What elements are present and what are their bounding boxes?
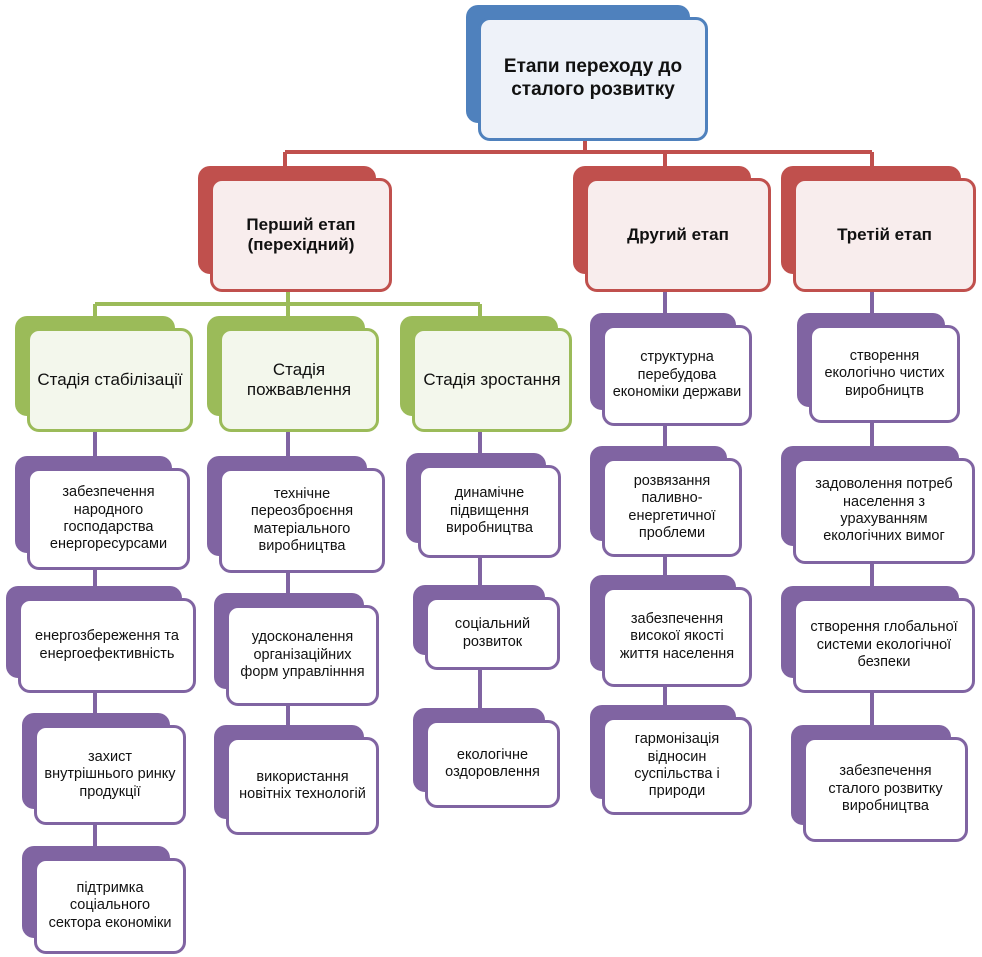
task-label-c5-4: забезпечення сталого розвитку виробництв…	[828, 763, 943, 815]
task-node-c5-4: забезпечення сталого розвитку виробництв…	[791, 725, 968, 842]
task-label-c2-2: удосконалення організаційних форм управл…	[240, 629, 365, 681]
task-node-c3-2: соціальний розвиток	[413, 585, 560, 670]
stage-label-third: Третій етап	[837, 224, 932, 244]
phase-label-stabilization: Стадія стабілізації	[37, 369, 183, 389]
root-label: Етапи переходу до сталого розвитку	[503, 56, 683, 100]
task-label-c1-4: підтримка соціального сектора економіки	[48, 879, 172, 931]
root-node: Етапи переходу до сталого розвитку	[466, 5, 708, 141]
task-label-c3-3: екологічне оздоровлення	[445, 746, 540, 780]
stage-node-second: Другий етап	[573, 166, 771, 294]
task-label-c5-2: задоволення потреб населення з урахуванн…	[815, 476, 953, 545]
task-label-c3-2: соціальний розвиток	[454, 616, 531, 650]
task-node-c4-4: гармонізація відносин суспільства і прир…	[590, 705, 752, 815]
task-node-c4-1: структурна перебудова економіки держави	[590, 313, 752, 426]
connector-stage1-phases	[93, 290, 482, 318]
task-label-c5-1: створення екологічно чистих виробництв	[824, 347, 945, 399]
task-label-c4-1: структурна перебудова економіки держави	[612, 349, 742, 401]
phase-node-stabilization: Стадія стабілізації	[15, 316, 193, 432]
task-node-c5-2: задоволення потреб населення з урахуванн…	[781, 446, 975, 564]
phase-label-revival: Стадія пожвавлення	[246, 359, 352, 399]
stage-label-second: Другий етап	[627, 224, 729, 244]
task-node-c1-2: енергозбереження та енергоефективність	[6, 586, 196, 693]
task-node-c3-3: екологічне оздоровлення	[413, 708, 560, 808]
task-label-c5-3: створення глобальної системи екологічної…	[810, 619, 958, 671]
task-node-c1-1: забезпечення народного господарства енер…	[15, 456, 190, 570]
stage-node-third: Третій етап	[781, 166, 976, 294]
task-label-c4-3: забезпечення високої якості життя населе…	[619, 610, 735, 662]
task-label-c2-3: використання новітніх технологій	[239, 768, 366, 802]
phase-node-revival: Стадія пожвавлення	[207, 316, 379, 432]
task-label-c4-4: гармонізація відносин суспільства і прир…	[634, 731, 720, 800]
task-node-c2-1: технічне переозброєння матеріального вир…	[207, 456, 385, 573]
task-node-c4-2: розвязання паливно-енергетичної проблеми	[590, 446, 742, 557]
phase-node-growth: Стадія зростання	[400, 316, 572, 432]
task-node-c1-4: підтримка соціального сектора економіки	[22, 846, 186, 954]
stage-node-first: Перший етап (перехідний)	[198, 166, 392, 294]
task-label-c1-2: енергозбереження та енергоефективність	[35, 628, 179, 662]
task-node-c1-3: захист внутрішнього ринку продукції	[22, 713, 186, 825]
phase-label-growth: Стадія зростання	[423, 369, 561, 389]
task-label-c4-2: розвязання паливно-енергетичної проблеми	[628, 472, 716, 541]
task-node-c3-1: динамічне підвищення виробництва	[406, 453, 561, 558]
task-label-c1-3: захист внутрішнього ринку продукції	[44, 748, 176, 800]
task-node-c5-3: створення глобальної системи екологічної…	[781, 586, 975, 693]
task-node-c4-3: забезпечення високої якості життя населе…	[590, 575, 752, 687]
task-node-c2-2: удосконалення організаційних форм управл…	[214, 593, 379, 706]
task-node-c5-1: створення екологічно чистих виробництв	[797, 313, 960, 423]
task-node-c2-3: використання новітніх технологій	[214, 725, 379, 835]
stage-label-first: Перший етап (перехідний)	[246, 214, 356, 254]
task-label-c3-1: динамічне підвищення виробництва	[446, 485, 533, 537]
task-label-c1-1: забезпечення народного господарства енер…	[49, 484, 168, 553]
task-label-c2-1: технічне переозброєння матеріального вир…	[250, 485, 354, 554]
